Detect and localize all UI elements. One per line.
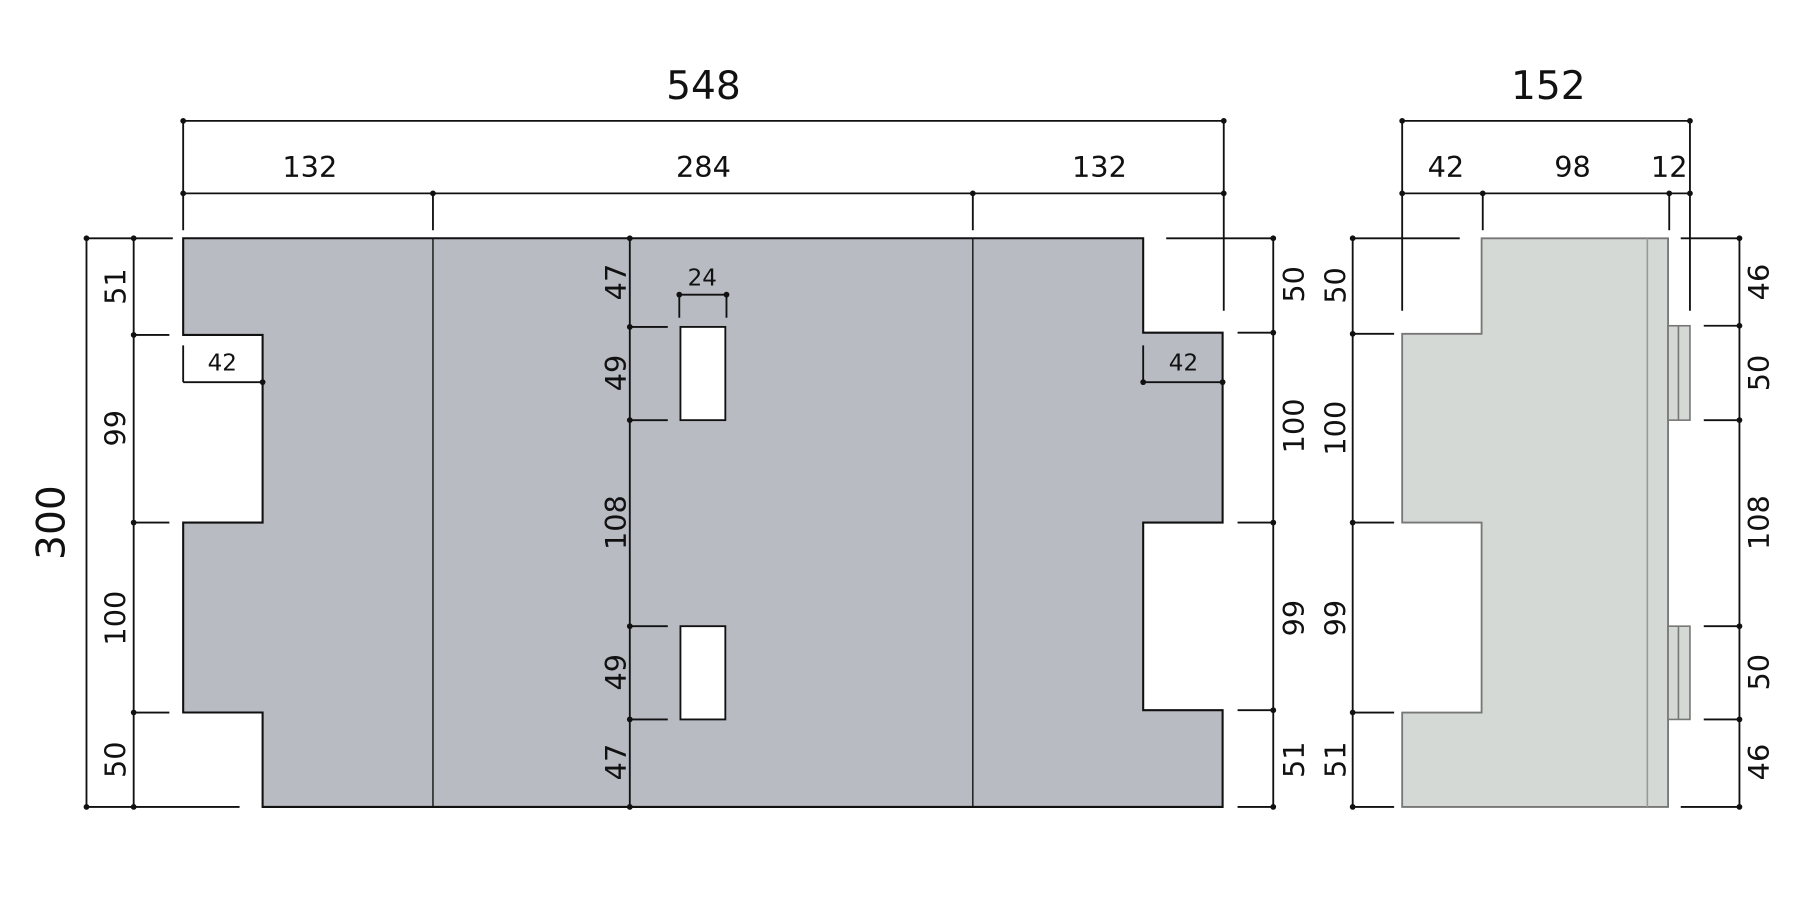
- front-center-height-label: 108: [599, 495, 633, 550]
- front-center-height-label: 49: [599, 654, 633, 691]
- side-right-height-label: 46: [1742, 744, 1776, 781]
- side-width-segment-label: 12: [1651, 150, 1688, 184]
- front-left-height-label: 50: [98, 741, 132, 778]
- front-width-dimension-lines: [182, 119, 1225, 311]
- front-slot-width-label: 24: [688, 266, 717, 292]
- side-tab-lower: [1667, 625, 1691, 721]
- front-right-height-label: 99: [1277, 600, 1311, 637]
- side-view: 152 42 98 12 50 100 99 51 46 50 108 50 4…: [1318, 64, 1776, 810]
- side-left-height-label: 100: [1318, 401, 1352, 456]
- front-right-notch-label: 42: [1169, 351, 1198, 377]
- front-overall-width-label: 548: [666, 64, 741, 109]
- side-tab-upper: [1667, 324, 1691, 421]
- front-right-height-label: 50: [1277, 266, 1311, 303]
- side-overall-width-label: 152: [1511, 64, 1586, 109]
- side-width-segment-label: 98: [1554, 150, 1591, 184]
- front-right-height-label: 51: [1277, 741, 1311, 778]
- side-right-height-label: 50: [1742, 654, 1776, 691]
- side-width-segment-label: 42: [1428, 150, 1465, 184]
- front-slot-lower: [679, 625, 727, 721]
- front-center-height-label: 47: [599, 264, 633, 301]
- front-center-height-label: 47: [599, 744, 633, 781]
- front-right-height-label: 100: [1277, 398, 1311, 453]
- side-right-height-label: 108: [1742, 495, 1776, 550]
- side-right-height-label: 46: [1742, 264, 1776, 301]
- front-left-height-label: 100: [98, 591, 132, 646]
- side-left-height-label: 99: [1318, 600, 1352, 637]
- side-left-height-label: 50: [1318, 267, 1352, 304]
- side-block-shape: [1401, 237, 1669, 808]
- front-center-height-label: 49: [599, 355, 633, 392]
- front-width-segment-label: 132: [1072, 150, 1127, 184]
- side-right-height-label: 50: [1742, 355, 1776, 392]
- side-left-height-label: 51: [1318, 741, 1352, 778]
- front-left-height-label: 99: [98, 410, 132, 447]
- front-width-segment-label: 132: [282, 150, 337, 184]
- front-overall-height-label: 300: [29, 485, 74, 560]
- front-view: 548 132 284 132 300 51 99 100 50 42 42 2…: [29, 64, 1311, 810]
- front-width-segment-label: 284: [676, 150, 731, 184]
- front-left-height-label: 51: [98, 268, 132, 305]
- front-block-shape: [182, 237, 1224, 808]
- front-slot-upper: [679, 325, 727, 422]
- front-left-notch-label: 42: [208, 351, 237, 377]
